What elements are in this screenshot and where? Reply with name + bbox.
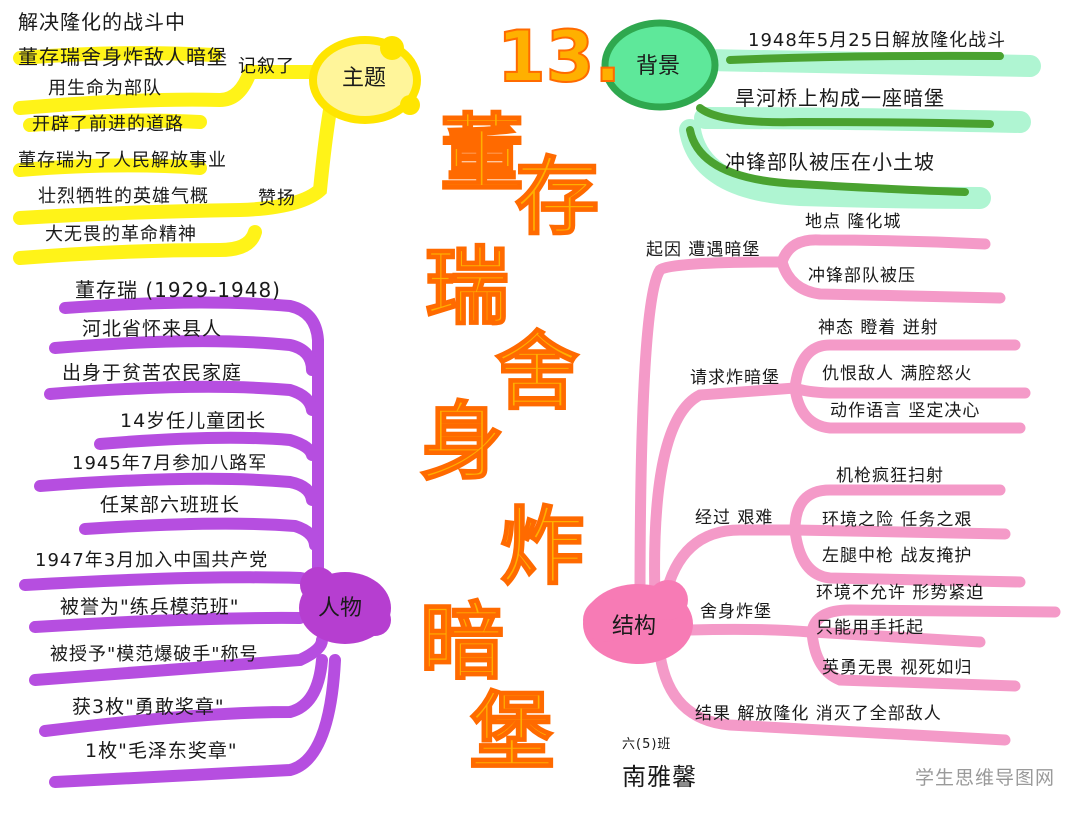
title-char: 存 — [514, 148, 600, 246]
watermark: 学生思维导图网 — [915, 767, 1056, 789]
character-item: 被誉为"练兵模范班" — [60, 596, 240, 618]
character-item: 获3枚"勇敢奖章" — [72, 696, 225, 718]
character-item: 1枚"毛泽东奖章" — [85, 740, 238, 762]
theme-node-label: 主题 — [342, 66, 387, 91]
structure-leaf: 只能用手托起 — [816, 618, 924, 638]
character-node-label: 人物 — [318, 596, 363, 621]
title-char: 瑞 — [424, 238, 510, 336]
background-cloud — [601, 19, 719, 111]
theme-line: 董存瑞为了人民解放事业 — [18, 150, 227, 171]
character-item: 1947年3月加入中国共产党 — [35, 550, 269, 571]
theme-cloud — [309, 36, 421, 124]
title-char: 堡 — [469, 683, 555, 781]
author-class: 六(5)班 — [622, 737, 672, 752]
theme-line: 壮烈牺牲的英雄气概 — [38, 186, 209, 207]
structure-leaf: 地点 隆化城 — [805, 212, 902, 232]
theme-line: 大无畏的革命精神 — [45, 224, 197, 245]
structure-branch: 起因 遭遇暗堡 — [646, 240, 761, 260]
author-name: 南雅馨 — [622, 763, 697, 791]
structure-branch: 请求炸暗堡 — [690, 368, 780, 388]
character-item: 出身于贫苦农民家庭 — [62, 362, 243, 384]
theme-line: 开辟了前进的道路 — [32, 114, 184, 135]
theme-connector-praises: 赞扬 — [258, 188, 296, 209]
structure-leaf: 左腿中枪 战友掩护 — [822, 546, 973, 566]
structure-branch: 结果 解放隆化 消灭了全部敌人 — [695, 704, 942, 724]
title-char: 暗 — [419, 593, 505, 691]
character-item: 14岁任儿童团长 — [120, 410, 267, 432]
background-node-label: 背景 — [636, 54, 681, 79]
theme-connector-narrates: 记叙了 — [238, 56, 295, 77]
structure-leaf: 冲锋部队被压 — [808, 266, 916, 286]
structure-leaf: 动作语言 坚定决心 — [830, 401, 981, 421]
background-item: 旱河桥上构成一座暗堡 — [735, 86, 945, 110]
structure-node-label: 结构 — [612, 614, 657, 639]
character-cloud — [299, 567, 391, 644]
title-char: 舍 — [494, 323, 580, 421]
structure-cloud — [583, 580, 693, 664]
title-char: 身 — [419, 393, 505, 491]
character-item: 河北省怀来县人 — [82, 318, 223, 340]
theme-line: 用生命为部队 — [48, 78, 162, 99]
title-char: 董 — [439, 105, 525, 203]
background-item: 1948年5月25日解放隆化战斗 — [748, 30, 1007, 51]
structure-leaf: 环境之险 任务之艰 — [822, 510, 973, 530]
structure-leaf: 机枪疯狂扫射 — [836, 466, 944, 486]
structure-leaf: 仇恨敌人 满腔怒火 — [822, 364, 973, 384]
theme-line: 董存瑞舍身炸敌人暗堡 — [18, 45, 228, 69]
structure-leaf: 英勇无畏 视死如归 — [822, 658, 973, 678]
background-item: 冲锋部队被压在小土坡 — [725, 150, 935, 174]
title-number: 13. — [496, 16, 622, 98]
structure-branch: 经过 艰难 — [695, 508, 774, 528]
theme-line: 解决隆化的战斗中 — [18, 10, 186, 34]
character-item: 任某部六班班长 — [100, 494, 241, 516]
character-item: 被授予"模范爆破手"称号 — [50, 644, 259, 665]
structure-branch: 舍身炸堡 — [700, 602, 772, 622]
structure-leaf: 神态 瞪着 迸射 — [818, 318, 939, 338]
title-char: 炸 — [499, 498, 585, 596]
character-item: 董存瑞 (1929-1948) — [75, 278, 281, 302]
character-item: 1945年7月参加八路军 — [72, 453, 268, 474]
structure-leaf: 环境不允许 形势紧迫 — [816, 583, 985, 603]
